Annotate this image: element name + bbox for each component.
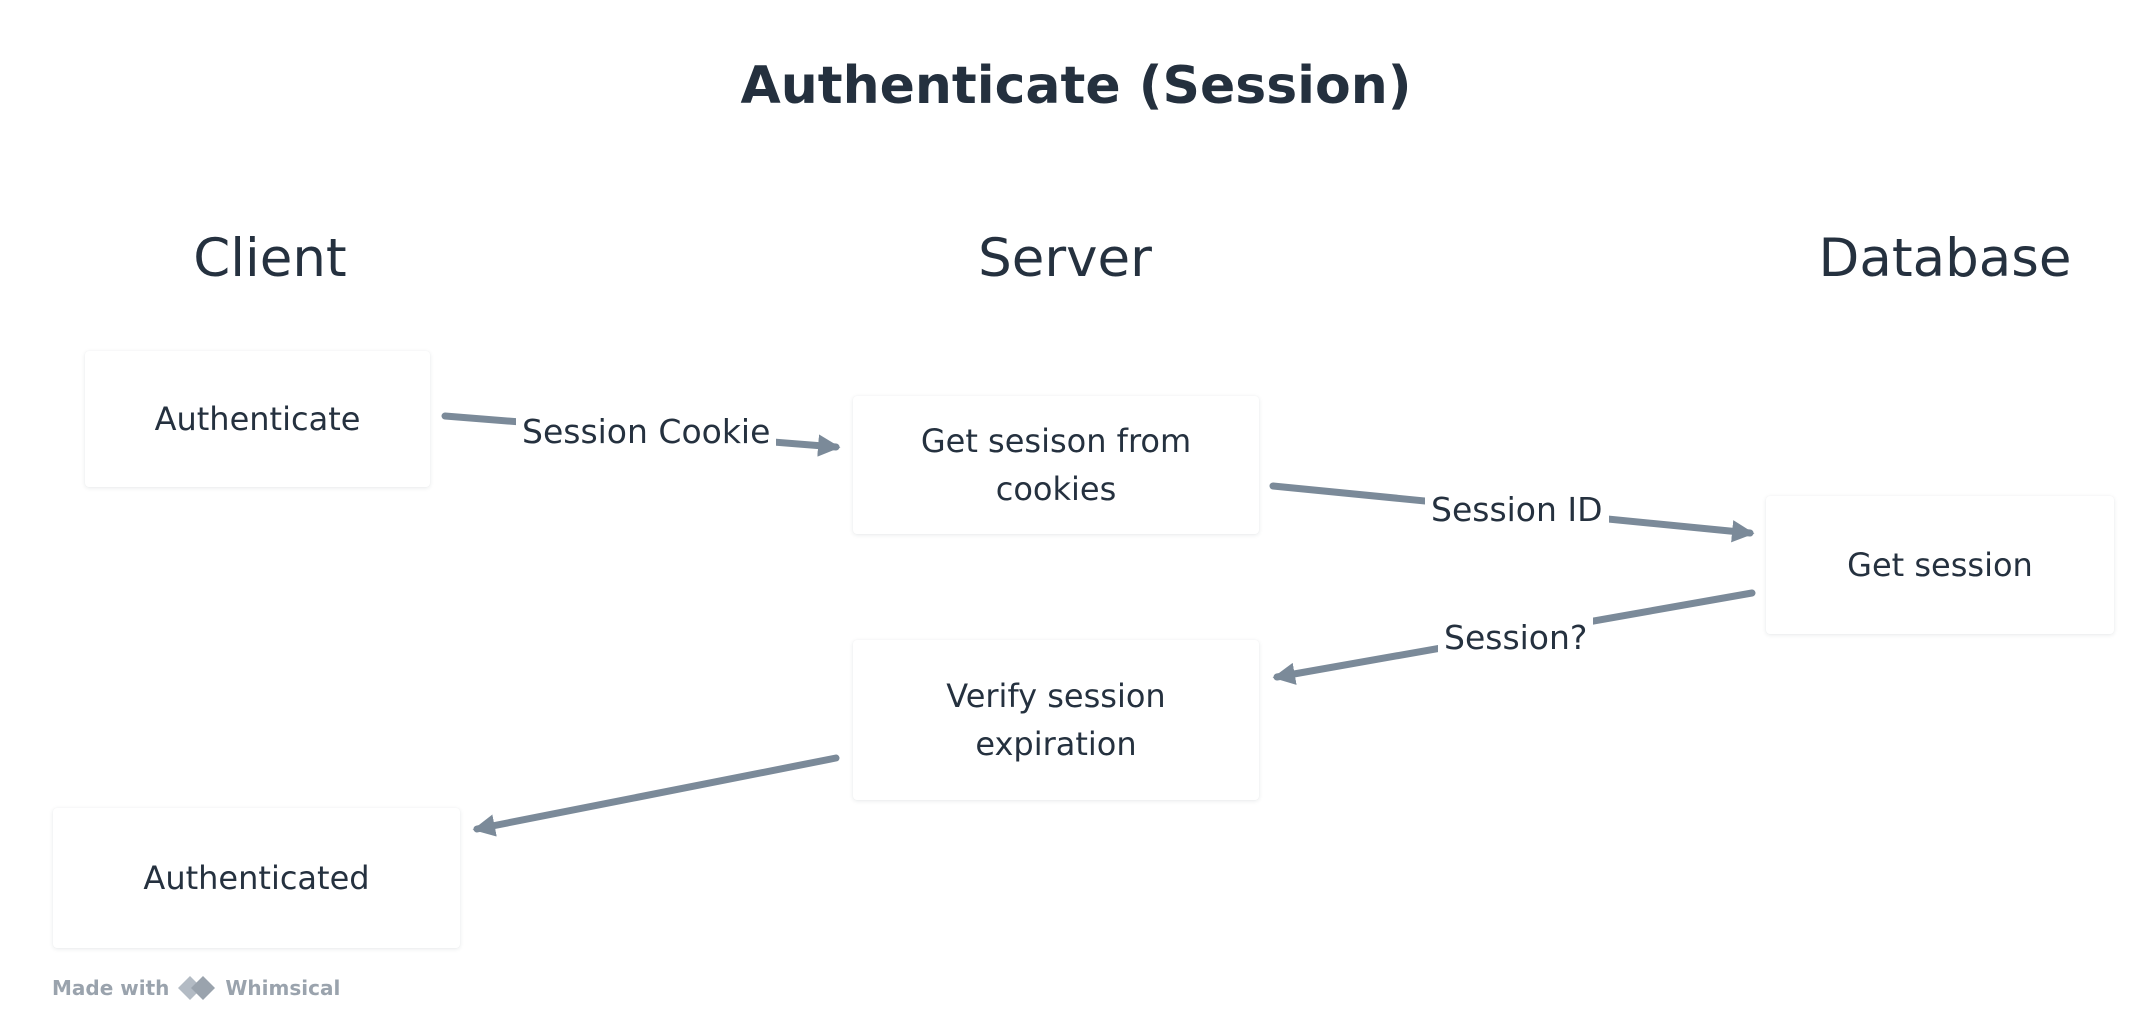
column-header-database: Database xyxy=(1818,228,2072,289)
column-header-client: Client xyxy=(193,228,347,289)
node-get-session-from-cookies-label: Get sesison from cookies xyxy=(920,422,1192,508)
node-verify-session-expiration[interactable]: Verify session expiration xyxy=(853,640,1259,800)
node-authenticate[interactable]: Authenticate xyxy=(85,351,430,487)
made-with-whimsical-watermark[interactable]: Made with Whimsical xyxy=(52,975,340,1001)
whimsical-logo-icon xyxy=(178,976,216,1000)
edge-label-session-id: Session ID xyxy=(1425,488,1609,532)
watermark-brand-text: Whimsical xyxy=(225,976,341,1000)
node-authenticate-label: Authenticate xyxy=(154,400,361,438)
edge-label-session-question: Session? xyxy=(1438,616,1594,660)
node-verify-session-expiration-label: Verify session expiration xyxy=(946,677,1166,763)
arrow-verify-session-expiration-to-authenticated xyxy=(472,754,840,837)
diagram-title: Authenticate (Session) xyxy=(740,56,1412,116)
column-header-server: Server xyxy=(978,228,1152,289)
watermark-made-with-text: Made with xyxy=(52,976,170,1000)
node-get-session-from-cookies[interactable]: Get sesison from cookies xyxy=(853,396,1259,534)
node-get-session-label: Get session xyxy=(1847,546,2033,584)
node-authenticated[interactable]: Authenticated xyxy=(53,808,460,948)
edge-label-session-cookie: Session Cookie xyxy=(516,410,777,454)
node-get-session[interactable]: Get session xyxy=(1766,496,2114,634)
node-authenticated-label: Authenticated xyxy=(143,859,370,897)
